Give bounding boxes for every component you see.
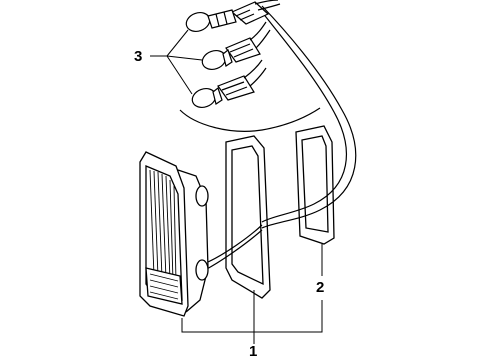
bulb-socket-top bbox=[230, 0, 281, 25]
callout-label-3: 3 bbox=[134, 48, 143, 65]
bulb-top bbox=[185, 9, 237, 33]
gasket-part-2 bbox=[295, 125, 335, 245]
callout-label-2: 2 bbox=[316, 279, 325, 296]
callout-1-bracket bbox=[181, 290, 323, 344]
bulb-socket-middle bbox=[225, 21, 271, 63]
bulb-middle bbox=[201, 48, 233, 71]
callout-3-leaders bbox=[150, 29, 203, 95]
lamp-assembly bbox=[139, 151, 209, 317]
callout-label-1: 1 bbox=[249, 343, 258, 360]
lamp-gasket-frame bbox=[225, 135, 271, 299]
bulb-bottom bbox=[191, 86, 223, 109]
bulb-socket-bottom bbox=[217, 59, 267, 101]
